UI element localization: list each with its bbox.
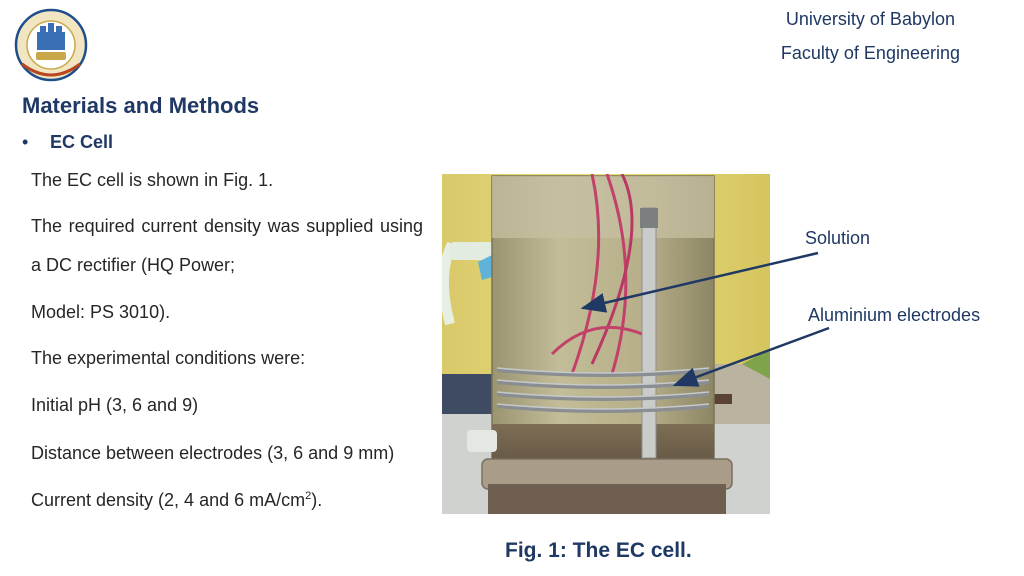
faculty-name: Faculty of Engineering [780, 43, 960, 63]
bullet-icon: • [22, 132, 29, 152]
current-density-end: ). [311, 490, 323, 510]
paragraph-model: Model: PS 3010). [31, 302, 171, 322]
university-header: University of Babylon Faculty of Enginee… [781, 8, 960, 76]
ec-cell-photo [442, 174, 770, 514]
current-density-superscript: 2 [305, 490, 312, 502]
paragraph-conditions: The experimental conditions were: [31, 348, 306, 368]
university-logo-icon [14, 8, 88, 82]
figure-caption: Fig. 1: The EC cell. [505, 539, 692, 562]
paragraph-figure-ref: The EC cell is shown in Fig. 1. [31, 170, 274, 190]
paragraph-current-density: Current density (2, 4 and 6 mA/cm2). [31, 490, 423, 511]
solution-label: Solution [805, 228, 871, 248]
bullet-label: EC Cell [50, 132, 114, 152]
paragraph-distance: Distance between electrodes (3, 6 and 9 … [31, 443, 395, 463]
paragraph-current-supply: The required current density was supplie… [31, 216, 423, 275]
current-density-text: Current density (2, 4 and 6 mA/cm [31, 490, 306, 510]
paragraph-ph: Initial pH (3, 6 and 9) [31, 395, 199, 415]
section-title: Materials and Methods [22, 93, 260, 118]
electrodes-label: Aluminium electrodes [808, 305, 981, 325]
bullet-item: • EC Cell [22, 132, 113, 153]
university-name: University of Babylon [785, 9, 955, 29]
